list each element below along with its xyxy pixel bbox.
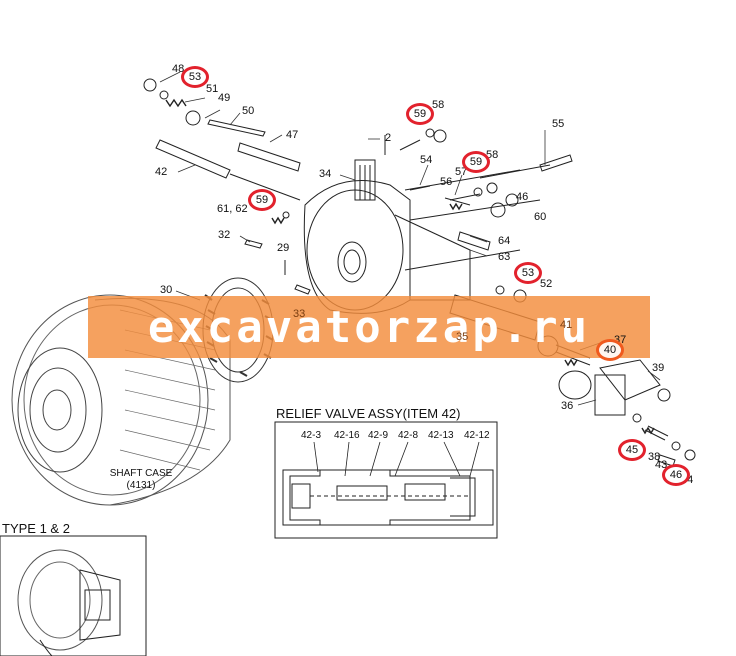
callout-2: 2 [385,132,392,144]
callout-54: 54 [420,154,433,166]
type-box-drawing [0,535,147,656]
callout-47: 47 [286,129,299,141]
callout-29: 29 [277,242,290,254]
shaft-case-line2: (4131) [126,480,156,491]
callout-52: 52 [540,278,553,290]
callout-55: 55 [552,118,565,130]
relief-label-1: 42-3 [301,430,322,441]
callout-48: 48 [172,63,185,75]
callout-58-top: 58 [432,99,445,111]
callout-58-mid: 58 [486,149,499,161]
callout-43: 43 [655,459,668,471]
callout-33: 33 [293,308,306,320]
callout-57: 57 [455,166,468,178]
callout-39: 39 [652,362,665,374]
callout-40-highlight: 40 [596,339,624,361]
callout-37: 37 [614,334,627,346]
callout-51: 51 [206,83,219,95]
relief-label-3: 42-9 [368,430,389,441]
callout-38: 38 [648,451,661,463]
shaft-case-line1: SHAFT CASE [109,468,173,479]
relief-label-4: 42-8 [398,430,419,441]
callout-64: 64 [498,235,511,247]
callout-59-highlight-top: 59 [406,103,434,125]
relief-label-2: 42-16 [334,430,360,441]
callout-49: 49 [218,92,231,104]
callout-59-highlight-left: 59 [248,189,276,211]
watermark-text: excavatorzap.ru [147,301,591,353]
callout-34: 34 [319,168,332,180]
callout-63: 63 [498,251,511,263]
relief-valve-box [274,421,498,539]
shafts-drawing [155,119,573,295]
shaft-case-caption: SHAFT CASE (4131) [106,468,176,492]
watermark-band [88,296,650,358]
callout-32: 32 [218,229,231,241]
relief-valve-title: RELIEF VALVE ASSY(ITEM 42) [276,406,461,421]
callout-50: 50 [242,105,255,117]
callout-41: 41 [560,319,573,331]
callout-56: 56 [440,176,453,188]
callout-60: 60 [534,211,547,223]
relief-label-5: 42-13 [428,430,454,441]
type-box-title: TYPE 1 & 2 [2,521,70,536]
callout-36: 36 [561,400,574,412]
callout-53-highlight-top: 53 [181,66,209,88]
callout-53-highlight-right: 53 [514,262,542,284]
relief-label-6: 42-12 [464,430,490,441]
callout-61-62: 61, 62 [217,203,248,215]
callout-46-highlight: 46 [662,464,690,486]
callout-46-upper: 46 [516,191,529,203]
callout-59-highlight-mid: 59 [462,151,490,173]
callout-35: 35 [456,331,469,343]
callout-45-highlight: 45 [618,439,646,461]
callout-42: 42 [155,166,168,178]
callout-30: 30 [160,284,173,296]
